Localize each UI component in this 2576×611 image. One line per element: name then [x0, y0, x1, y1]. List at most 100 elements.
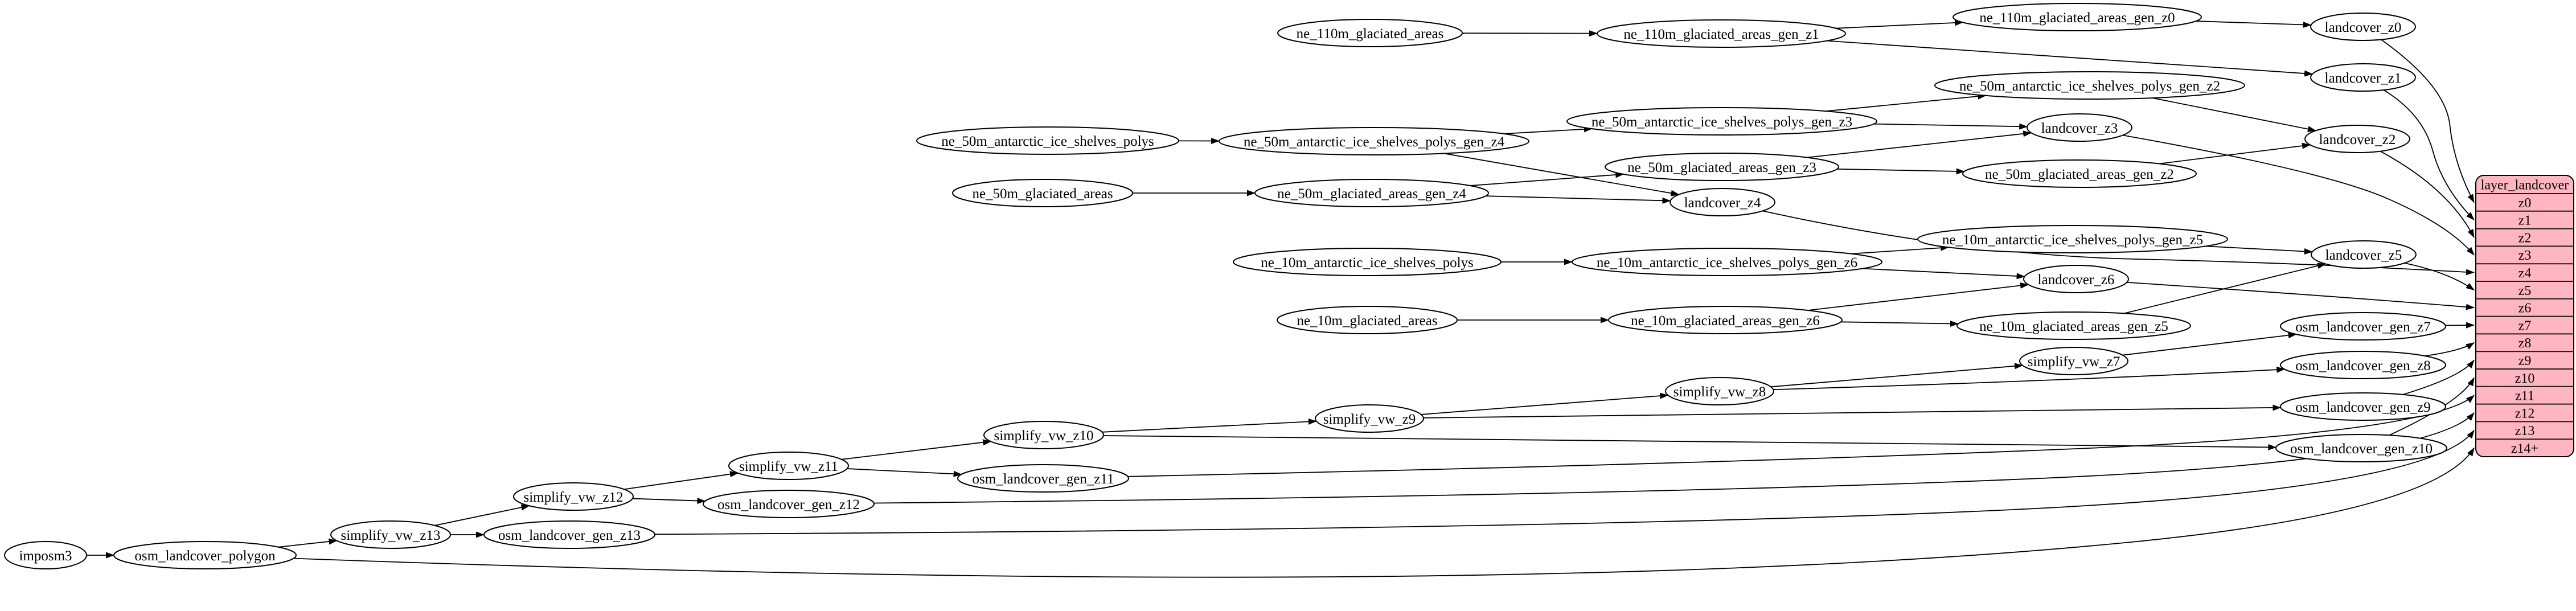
node-shape-ne_50m_antarctic_ice_shelves_polys_gen_z2: [1934, 71, 2245, 100]
table-row-z14+: z14+: [2511, 441, 2538, 456]
node-ne_50m_glaciated_areas_gen_z4: ne_50m_glaciated_areas_gen_z4: [1254, 179, 1489, 207]
node-landcover_z5: landcover_z5: [2311, 240, 2417, 269]
node-ne_50m_antarctic_ice_shelves_polys_gen_z4: ne_50m_antarctic_ice_shelves_polys_gen_z…: [1219, 127, 1529, 155]
node-shape-simplify_vw_z8: [1665, 377, 1774, 405]
node-ne_10m_glaciated_areas_gen_z6: ne_10m_glaciated_areas_gen_z6: [1608, 306, 1843, 334]
table-row-z8: z8: [2518, 336, 2532, 351]
edge-ne_10m_antarctic_ice_shelves_polys_gen_z5-to-landcover_z5: [2205, 245, 2313, 255]
node-label-ne_10m_antarctic_ice_shelves_polys_gen_z6: ne_10m_antarctic_ice_shelves_polys_gen_z…: [1597, 255, 1857, 270]
node-shape-ne_110m_glaciated_areas_gen_z0: [1952, 3, 2202, 31]
edge-osm_landcover_gen_z13-to-layer_landcover-z13: [654, 429, 2475, 535]
node-shape-ne_50m_antarctic_ice_shelves_polys: [916, 126, 1179, 155]
edge-osm_landcover_gen_z11-to-layer_landcover-z11: [1127, 395, 2475, 477]
node-label-ne_50m_antarctic_ice_shelves_polys_gen_z4: ne_50m_antarctic_ice_shelves_polys_gen_z…: [1244, 134, 1505, 150]
node-label-ne_50m_antarctic_ice_shelves_polys_gen_z2: ne_50m_antarctic_ice_shelves_polys_gen_z…: [1959, 79, 2220, 94]
table-row-z3: z3: [2518, 248, 2532, 263]
edge-simplify_vw_z12-to-simplify_vw_z11: [624, 471, 739, 490]
node-landcover_z0: landcover_z0: [2310, 13, 2416, 41]
edge-simplify_vw_z8-to-simplify_vw_z7: [1770, 363, 2023, 388]
node-ne_110m_glaciated_areas_gen_z1: ne_110m_glaciated_areas_gen_z1: [1597, 19, 1846, 48]
node-shape-ne_10m_glaciated_areas_gen_z6: [1608, 306, 1843, 334]
node-label-ne_50m_glaciated_areas_gen_z4: ne_50m_glaciated_areas_gen_z4: [1277, 186, 1466, 202]
node-osm_landcover_polygon: osm_landcover_polygon: [113, 541, 297, 569]
table-title: layer_landcover: [2481, 178, 2569, 192]
edge-ne_10m_glaciated_areas_gen_z6-to-ne_10m_glaciated_areas_gen_z5: [1841, 320, 1959, 327]
table-row-z5: z5: [2518, 284, 2532, 298]
table-row-z0: z0: [2518, 196, 2532, 211]
edge-ne_50m_glaciated_areas_gen_z2-to-landcover_z2: [2159, 142, 2311, 165]
table-row-z9: z9: [2518, 354, 2532, 368]
edge-landcover_z5-to-layer_landcover-z5: [2404, 263, 2475, 291]
node-osm_landcover_gen_z12: osm_landcover_gen_z12: [703, 490, 875, 518]
edge-osm_landcover_polygon-to-simplify_vw_z13: [278, 538, 338, 548]
node-label-ne_110m_glaciated_areas_gen_z1: ne_110m_glaciated_areas_gen_z1: [1623, 27, 1819, 42]
edge-osm_landcover_gen_z9-to-layer_landcover-z9: [2402, 359, 2475, 395]
node-label-ne_50m_glaciated_areas: ne_50m_glaciated_areas: [972, 186, 1113, 202]
node-shape-osm_landcover_gen_z10: [2275, 434, 2447, 462]
node-ne_50m_glaciated_areas_gen_z3: ne_50m_glaciated_areas_gen_z3: [1605, 153, 1839, 181]
edge-landcover_z1-to-layer_landcover-z1: [2383, 89, 2475, 220]
node-label-simplify_vw_z13: simplify_vw_z13: [341, 528, 441, 543]
table-row-z4: z4: [2518, 266, 2532, 281]
edge-simplify_vw_z9-to-osm_landcover_gen_z9: [1423, 404, 2282, 419]
node-label-simplify_vw_z11: simplify_vw_z11: [739, 459, 838, 474]
node-ne_10m_antarctic_ice_shelves_polys_gen_z5: ne_10m_antarctic_ice_shelves_polys_gen_z…: [1917, 225, 2228, 253]
table-row-z6: z6: [2518, 301, 2532, 316]
node-shape-osm_landcover_gen_z8: [2280, 351, 2446, 379]
node-shape-osm_landcover_gen_z11: [957, 464, 1129, 493]
edge-ne_110m_glaciated_areas_gen_z1-to-ne_110m_glaciated_areas_gen_z0: [1835, 19, 1964, 29]
node-ne_50m_antarctic_ice_shelves_polys_gen_z2: ne_50m_antarctic_ice_shelves_polys_gen_z…: [1934, 71, 2245, 100]
edge-ne_50m_glaciated_areas_gen_z3-to-ne_50m_glaciated_areas_gen_z2: [1837, 168, 1965, 175]
node-shape-landcover_z5: [2311, 240, 2417, 269]
node-label-ne_110m_glaciated_areas_gen_z0: ne_110m_glaciated_areas_gen_z0: [1979, 10, 2175, 26]
node-label-osm_landcover_gen_z13: osm_landcover_gen_z13: [498, 528, 641, 543]
edge-ne_50m_antarctic_ice_shelves_polys_gen_z3-to-landcover_z3: [1873, 123, 2028, 130]
node-label-landcover_z3: landcover_z3: [2041, 121, 2118, 136]
node-osm_landcover_gen_z11: osm_landcover_gen_z11: [957, 464, 1129, 493]
node-ne_50m_glaciated_areas: ne_50m_glaciated_areas: [952, 179, 1133, 207]
node-shape-ne_110m_glaciated_areas: [1277, 19, 1463, 47]
node-label-osm_landcover_gen_z12: osm_landcover_gen_z12: [717, 497, 860, 512]
node-imposm3: imposm3: [4, 541, 87, 569]
table-row-z11: z11: [2515, 389, 2534, 404]
edge-landcover_z0-to-layer_landcover-z0: [2381, 39, 2475, 203]
table-layer: layer_landcoverz0z1z2z3z4z5z6z7z8z9z10z1…: [2475, 175, 2574, 457]
table-row-z13: z13: [2515, 424, 2535, 438]
node-shape-imposm3: [4, 541, 87, 569]
edge-ne_110m_glaciated_areas_gen_z1-to-landcover_z1: [1827, 40, 2313, 77]
edge-osm_landcover_polygon-to-layer_landcover-z14+: [293, 447, 2475, 578]
edge-osm_landcover_gen_z8-to-layer_landcover-z8: [2425, 342, 2475, 357]
node-shape-ne_10m_glaciated_areas_gen_z5: [1956, 311, 2191, 340]
node-shape-ne_50m_glaciated_areas_gen_z4: [1254, 179, 1489, 207]
node-shape-osm_landcover_polygon: [113, 541, 297, 569]
node-label-ne_50m_glaciated_areas_gen_z2: ne_50m_glaciated_areas_gen_z2: [1985, 167, 2174, 182]
edge-simplify_vw_z10-to-osm_landcover_gen_z10: [1103, 435, 2277, 450]
node-ne_50m_antarctic_ice_shelves_polys: ne_50m_antarctic_ice_shelves_polys: [916, 126, 1179, 155]
edge-ne_50m_antarctic_ice_shelves_polys_gen_z4-to-ne_50m_antarctic_ice_shelves_polys_gen_z3: [1504, 126, 1593, 134]
node-label-ne_10m_antarctic_ice_shelves_polys: ne_10m_antarctic_ice_shelves_polys: [1261, 255, 1474, 270]
node-shape-osm_landcover_gen_z9: [2280, 392, 2446, 421]
node-osm_landcover_gen_z7: osm_landcover_gen_z7: [2280, 312, 2446, 341]
node-label-osm_landcover_gen_z7: osm_landcover_gen_z7: [2295, 319, 2430, 335]
node-osm_landcover_gen_z10: osm_landcover_gen_z10: [2275, 434, 2447, 462]
node-label-ne_50m_antarctic_ice_shelves_polys_gen_z3: ne_50m_antarctic_ice_shelves_polys_gen_z…: [1591, 114, 1852, 130]
node-shape-ne_50m_glaciated_areas: [952, 179, 1133, 207]
edges-layer: [87, 19, 2475, 578]
node-ne_10m_antarctic_ice_shelves_polys_gen_z6: ne_10m_antarctic_ice_shelves_polys_gen_z…: [1572, 248, 1882, 276]
node-label-osm_landcover_gen_z9: osm_landcover_gen_z9: [2295, 400, 2430, 415]
node-label-ne_50m_glaciated_areas_gen_z3: ne_50m_glaciated_areas_gen_z3: [1627, 160, 1816, 175]
edge-simplify_vw_z11-to-simplify_vw_z10: [841, 439, 992, 460]
node-shape-landcover_z3: [2027, 113, 2132, 142]
edge-ne_50m_glaciated_areas_gen_z3-to-landcover_z3: [1807, 130, 2032, 158]
node-label-ne_10m_glaciated_areas_gen_z6: ne_10m_glaciated_areas_gen_z6: [1631, 313, 1820, 329]
node-shape-landcover_z4: [1670, 188, 1775, 216]
edge-ne_50m_antarctic_ice_shelves_polys_gen_z2-to-landcover_z2: [2152, 97, 2316, 133]
node-label-osm_landcover_polygon: osm_landcover_polygon: [134, 548, 276, 564]
node-label-landcover_z2: landcover_z2: [2319, 132, 2396, 147]
node-label-ne_50m_antarctic_ice_shelves_polys: ne_50m_antarctic_ice_shelves_polys: [941, 134, 1154, 149]
node-ne_10m_glaciated_areas: ne_10m_glaciated_areas: [1277, 306, 1458, 334]
node-landcover_z1: landcover_z1: [2310, 63, 2416, 92]
table-row-z1: z1: [2518, 214, 2532, 228]
edge-ne_50m_glaciated_areas_gen_z4-to-landcover_z4: [1486, 195, 1671, 204]
